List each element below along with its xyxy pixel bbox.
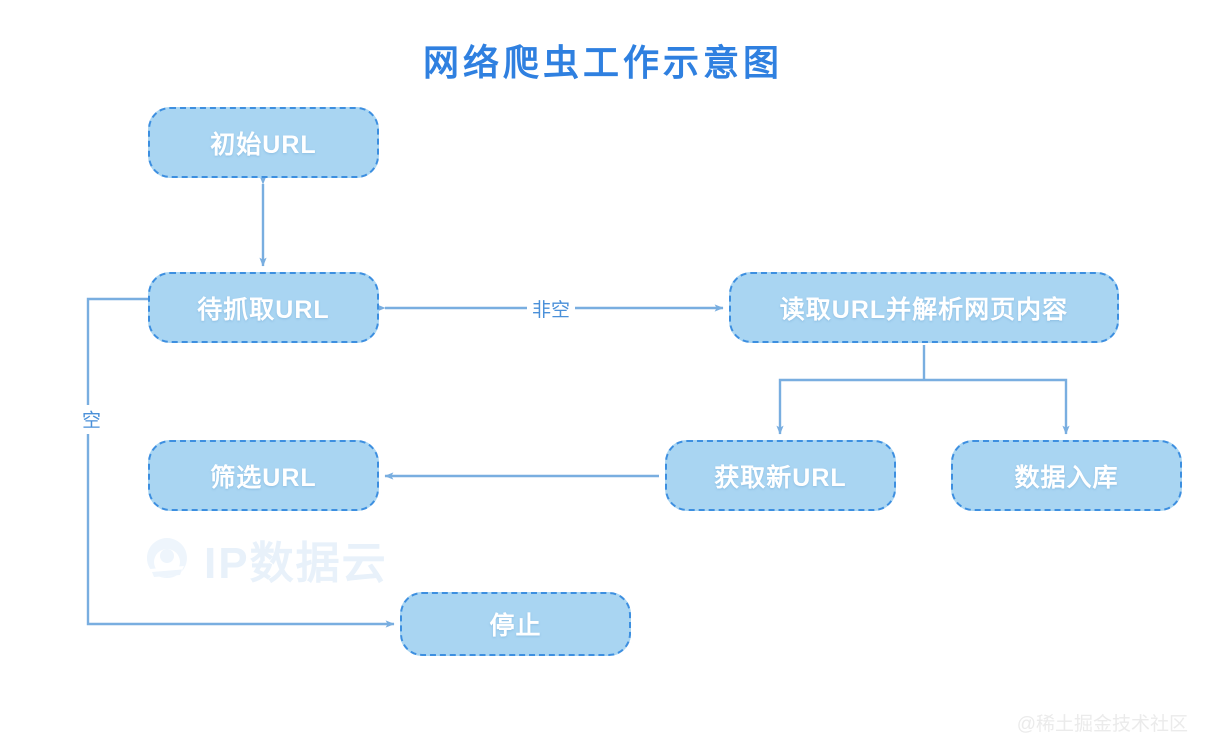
node-filter-url[interactable]: 筛选URL [148, 440, 379, 511]
watermark-center-text: IP数据云 [204, 539, 388, 588]
node-fetch-new-url[interactable]: 获取新URL [665, 440, 896, 511]
page-title: 网络爬虫工作示意图 [422, 42, 783, 83]
node-store-data[interactable]: 数据入库 [951, 440, 1182, 511]
node-pending-url[interactable]: 待抓取URL [148, 272, 379, 343]
edge-label-empty: 空 [75, 405, 104, 434]
node-stop[interactable]: 停止 [400, 592, 631, 656]
ip-cloud-logo-icon [146, 538, 187, 578]
edge-read-to-store [924, 378, 1070, 435]
node-read-parse[interactable]: 读取URL并解析网页内容 [729, 272, 1119, 343]
edge-read-to-fetch [776, 378, 924, 435]
watermark-center: IP数据云 [140, 527, 388, 591]
node-start-url[interactable]: 初始URL [148, 107, 379, 178]
edge-label-non-empty: 非空 [527, 294, 576, 323]
watermark-corner: @稀土掘金技术社区 [1016, 714, 1188, 735]
